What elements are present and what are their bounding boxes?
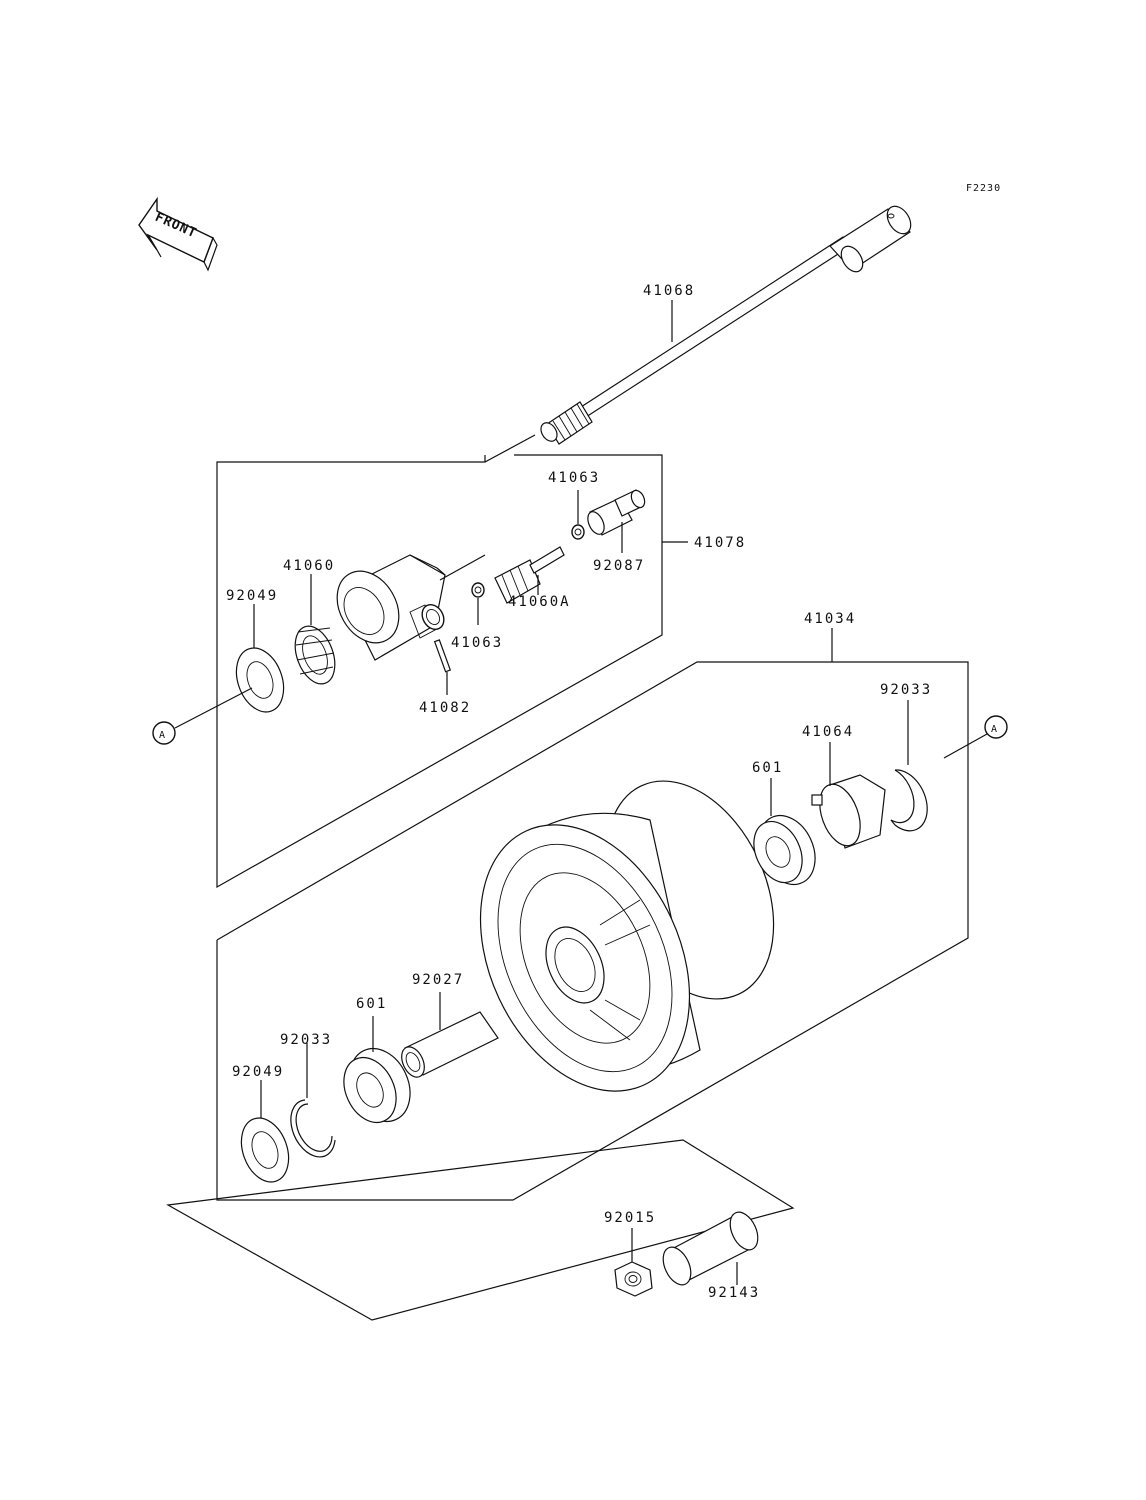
bearing-right (753, 814, 816, 886)
gear-housing (336, 554, 486, 661)
callout-a-right (984, 715, 1008, 739)
frame-hub-assy (216, 661, 969, 1201)
label-seal-upper: 92049 (226, 588, 278, 604)
washer-lower (471, 582, 485, 598)
label-collar: 92143 (708, 1285, 760, 1301)
callout-a-left-label: A (159, 730, 166, 741)
label-hub-assy: 41034 (804, 611, 856, 627)
callout-a-right-label: A (991, 724, 998, 735)
label-washer-lower: 41063 (451, 635, 503, 651)
frame-lower-kit (166, 1139, 795, 1321)
pin (433, 639, 452, 673)
bearing-left (343, 1047, 411, 1124)
circlip-left (290, 1099, 336, 1158)
label-circlip-left: 92033 (280, 1032, 332, 1048)
label-bearing-left: 601 (356, 996, 387, 1012)
washer-upper (571, 524, 585, 540)
label-washer-upper: 41063 (548, 470, 600, 486)
axle-nut (614, 1261, 653, 1297)
label-nut: 92015 (604, 1210, 656, 1226)
label-plate: 41064 (802, 724, 854, 740)
figure-code: F2230 (966, 183, 1001, 194)
oil-seal-lower (240, 1117, 290, 1183)
label-pin: 41082 (419, 700, 471, 716)
label-shaft: 41060A (508, 594, 571, 610)
label-circlip-right: 92033 (880, 682, 932, 698)
oil-seal-upper (235, 647, 285, 713)
collar (662, 1211, 759, 1286)
callout-a-left (152, 721, 176, 745)
label-axle: 41068 (643, 283, 695, 299)
plate (811, 774, 886, 849)
circlip-right (890, 769, 928, 832)
shaft (494, 546, 565, 604)
axle (540, 205, 912, 445)
gear (294, 625, 336, 685)
front-arrow-icon: FRONT (138, 196, 218, 272)
label-bearing-right: 601 (752, 760, 783, 776)
spacer (401, 1011, 499, 1078)
label-gear-housing-assy: 41078 (694, 535, 746, 551)
label-gear: 41060 (283, 558, 335, 574)
label-spacer: 92027 (412, 972, 464, 988)
label-bushing: 92087 (593, 558, 645, 574)
wheel-hub (479, 780, 775, 1092)
bushing (587, 489, 646, 536)
label-seal-lower: 92049 (232, 1064, 284, 1080)
